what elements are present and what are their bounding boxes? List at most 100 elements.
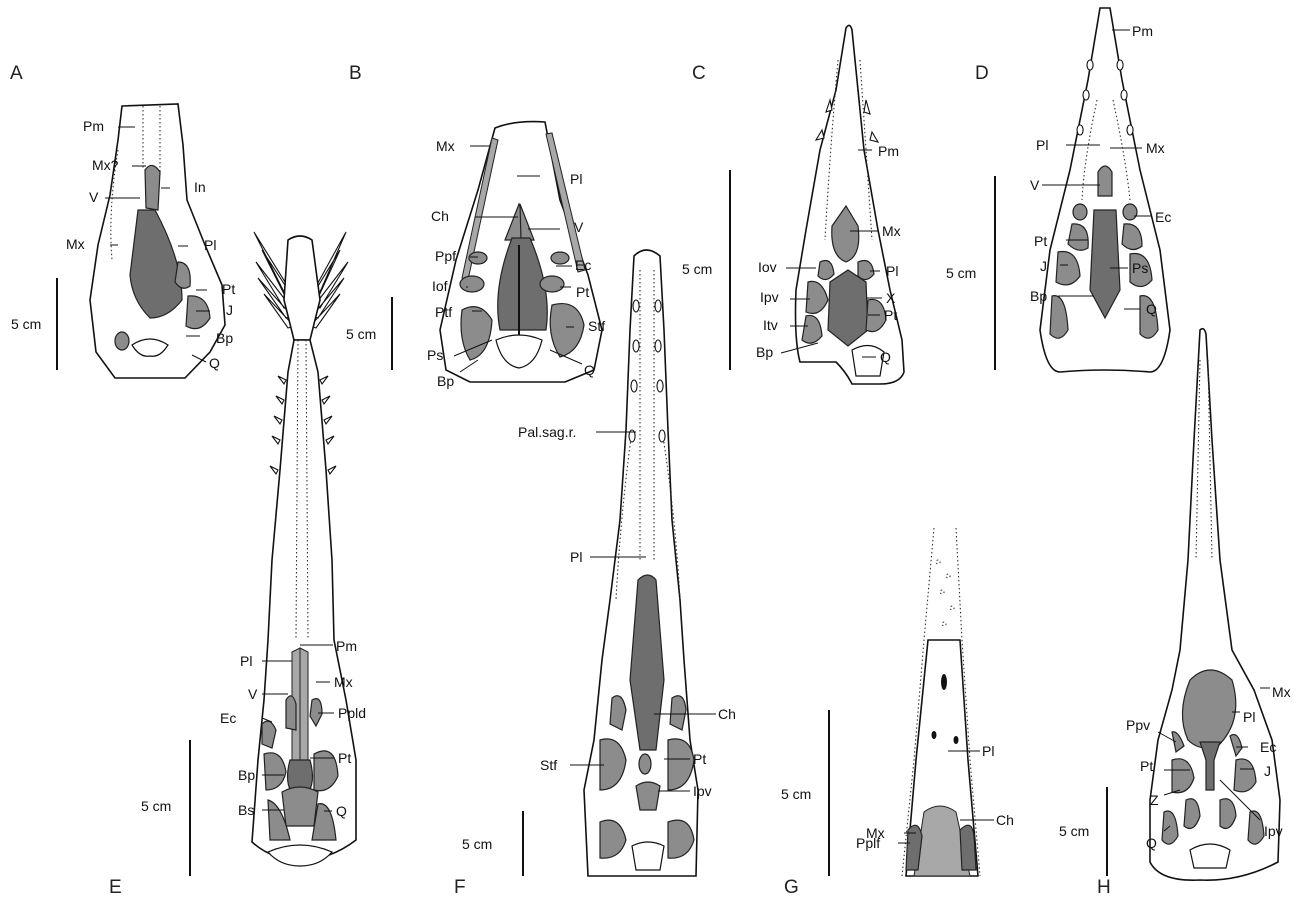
- panel-d-label-pt: Pt: [1034, 233, 1047, 249]
- panel-g-right-foramen: [954, 736, 959, 744]
- panel-f-letter: F: [454, 877, 466, 898]
- panel-f-occipital: [632, 842, 664, 870]
- panel-b-label-mx: Mx: [436, 138, 455, 154]
- panel-g-label-ch: Ch: [996, 812, 1014, 828]
- panel-e-basipterygoid: [282, 787, 318, 826]
- panel-b-scale-label: 5 cm: [346, 326, 376, 342]
- panel-a-letter: A: [10, 63, 23, 84]
- panel-b-ppf-left: [469, 252, 487, 264]
- panel-c-label-iov: Iov: [758, 259, 777, 275]
- panel-e-label-q: Q: [336, 803, 347, 819]
- panel-a-label-mx: Mx: [66, 236, 85, 252]
- panel-c-label-itv: Itv: [763, 317, 778, 333]
- panel-d-ec-left: [1073, 204, 1087, 220]
- panel-d-letter: D: [975, 63, 989, 84]
- panel-c-label-pt: Pt: [884, 307, 897, 323]
- panel-c-label-x: X: [886, 290, 896, 306]
- panel-b-label-ptf: Ptf: [435, 304, 452, 320]
- panel-d-label-pl: Pl: [1036, 137, 1048, 153]
- panel-e-label-v: V: [248, 686, 258, 702]
- panel-h-occipital: [1190, 844, 1230, 868]
- panel-g-median-foramen: [941, 674, 947, 690]
- panel-d-label-pm: Pm: [1132, 23, 1153, 39]
- panel-a-scale-label: 5 cm: [11, 316, 41, 332]
- panel-d-vomer: [1098, 166, 1112, 196]
- panel-h-label-z: Z: [1150, 792, 1159, 808]
- panel-e-label-pt: Pt: [338, 750, 351, 766]
- panel-h-label-mx: Mx: [1272, 684, 1291, 700]
- panel-e-pm-right: [300, 648, 308, 760]
- panel-b-label-ec: Ec: [575, 257, 591, 273]
- panel-d-label-bp: Bp: [1030, 288, 1047, 304]
- panel-f-scale-label: 5 cm: [462, 836, 492, 852]
- panel-f-label-stf: Stf: [540, 757, 557, 773]
- panel-d-label-ps: Ps: [1132, 260, 1148, 276]
- panel-g-label-pplf: Pplf: [856, 835, 880, 851]
- panel-c-letter: C: [692, 63, 706, 84]
- panel-h-label-pl: Pl: [1243, 709, 1255, 725]
- panel-h: H 5 cm Mx Pl Ppv Ec Pt J Z Q Ipv: [1059, 329, 1291, 898]
- panel-a-label-q: Q: [209, 355, 220, 371]
- panel-a-left-fossa: [115, 332, 129, 350]
- panel-c-label-ipv: Ipv: [760, 289, 779, 305]
- panel-e-label-mx: Mx: [334, 674, 353, 690]
- panel-c-label-pl: Pl: [886, 263, 898, 279]
- panel-f-right-fossa: [670, 696, 686, 730]
- panel-e-label-pm: Pm: [336, 638, 357, 654]
- panel-h-label-j: J: [1264, 763, 1271, 779]
- panel-e-letter: E: [109, 877, 122, 898]
- panel-h-skull-outline: [1150, 329, 1280, 881]
- panel-d-label-v: V: [1030, 177, 1040, 193]
- panel-b: B 5 cm Mx Pl Ch V Ppf Ec Iof Pt Ptf Stf …: [346, 63, 605, 389]
- panel-d: D 5 cm Pm Pl Mx V Ec Pt J Ps Bp Q: [946, 8, 1171, 372]
- panel-f-label-palsagr: Pal.sag.r.: [518, 424, 576, 440]
- panel-d-label-mx: Mx: [1146, 140, 1165, 156]
- panel-b-iof: [460, 276, 484, 292]
- panel-h-label-ec: Ec: [1260, 739, 1276, 755]
- panel-c-scale-label: 5 cm: [682, 261, 712, 277]
- panel-c-pterygoid-complex: [828, 270, 868, 346]
- panel-e-rostrum-tip: [284, 236, 320, 340]
- panel-e-label-ppld: Ppld: [338, 705, 366, 721]
- panel-b-label-ppf: Ppf: [435, 248, 456, 264]
- panel-e-label-pl: Pl: [240, 653, 252, 669]
- panel-b-iof-right: [540, 276, 564, 292]
- panel-b-label-pl: Pl: [570, 171, 582, 187]
- panel-a-label-pl: Pl: [204, 237, 216, 253]
- panel-a-label-bp: Bp: [216, 330, 233, 346]
- panel-h-label-pt: Pt: [1140, 758, 1153, 774]
- panel-f-label-pt: Pt: [693, 751, 706, 767]
- panel-d-label-q: Q: [1146, 301, 1157, 317]
- panel-a: A 5 cm Pm Mx? V In Mx Pl Pt J Bp Q: [10, 63, 235, 378]
- panel-f-pt-center: [639, 754, 651, 774]
- panel-a-label-in: In: [194, 179, 206, 195]
- panel-c-label-bp: Bp: [756, 344, 773, 360]
- panel-a-label-pm: Pm: [83, 118, 104, 134]
- panel-e-vomer: [286, 696, 296, 730]
- panel-b-label-v: V: [574, 219, 584, 235]
- panel-a-vomer: [145, 165, 160, 210]
- panel-d-label-ec: Ec: [1155, 209, 1171, 225]
- panel-b-label-q: Q: [584, 362, 595, 378]
- panel-f-label-ch: Ch: [718, 706, 736, 722]
- panel-e-label-bp: Bp: [238, 767, 255, 783]
- panel-h-scale-label: 5 cm: [1059, 823, 1089, 839]
- panel-h-label-ipv: Ipv: [1264, 823, 1283, 839]
- panel-c-label-q: Q: [880, 349, 891, 365]
- panel-d-ectopterygoid: [1123, 204, 1137, 220]
- panel-b-label-ch: Ch: [431, 208, 449, 224]
- panel-g: G 5 cm Pl Mx Ch Pplf: [781, 528, 1014, 898]
- panel-h-label-ppv: Ppv: [1126, 717, 1150, 733]
- panel-h-label-q: Q: [1146, 835, 1157, 851]
- panel-d-label-j: J: [1040, 258, 1047, 274]
- panel-b-label-ps: Ps: [427, 347, 443, 363]
- panel-f-label-pl: Pl: [570, 549, 582, 565]
- panel-g-pplf-right: [960, 825, 976, 870]
- panel-g-scale-label: 5 cm: [781, 786, 811, 802]
- panel-d-scale-label: 5 cm: [946, 265, 976, 281]
- panel-c: C 5 cm Pm Mx Iov Pl Ipv X Itv Pt Bp Q: [682, 25, 904, 384]
- panel-b-letter: B: [349, 63, 362, 84]
- panel-b-label-bp: Bp: [437, 373, 454, 389]
- panel-f-left-fossa: [610, 696, 626, 730]
